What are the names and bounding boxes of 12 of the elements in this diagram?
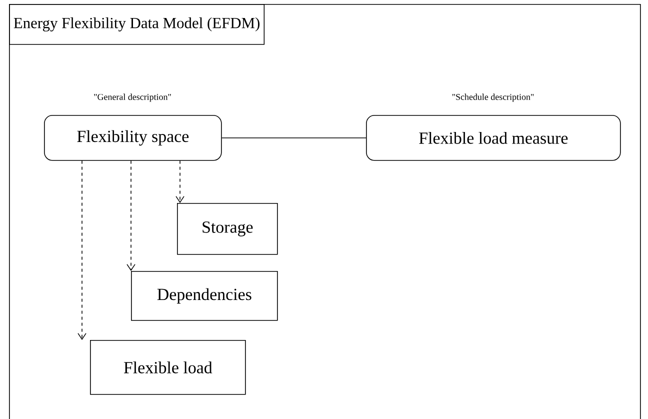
arrow bbox=[126, 160, 136, 271]
arrow bbox=[78, 160, 86, 340]
rounded-box: Flexibility space bbox=[44, 115, 222, 161]
description-label: "Schedule description" bbox=[452, 94, 534, 102]
box: Flexible load bbox=[90, 340, 246, 395]
rounded-box: Flexible load measure bbox=[366, 115, 621, 161]
title-box: Energy Flexibility Data Model (EFDM) bbox=[9, 4, 265, 45]
box: Dependencies bbox=[131, 271, 278, 321]
diagram-frame bbox=[9, 4, 641, 419]
box: Storage bbox=[177, 203, 278, 255]
arrow bbox=[176, 160, 184, 203]
description-label: "General description" bbox=[94, 94, 171, 102]
